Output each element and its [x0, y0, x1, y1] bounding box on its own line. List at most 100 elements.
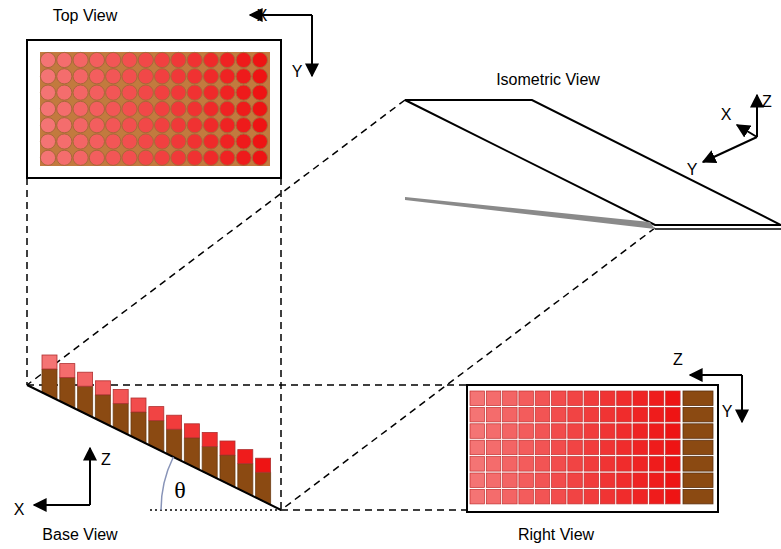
pillar-face: [666, 457, 681, 472]
pillar-top: [171, 101, 186, 116]
pillar-face: [600, 407, 615, 422]
pillar-top: [138, 150, 153, 165]
angle-arc: [161, 457, 173, 510]
pillar-face: [470, 489, 485, 504]
projection-line: [26, 178, 28, 385]
pillar-top: [89, 85, 104, 100]
pillar-face: [503, 473, 517, 488]
pillar-face: [470, 440, 485, 455]
view-title: Top View: [53, 8, 118, 24]
axis-arrow: [89, 448, 91, 505]
pillar-top: [89, 118, 104, 133]
pillar-cap: [60, 364, 75, 378]
pillar-face: [600, 457, 615, 472]
pillar-top: [171, 52, 186, 67]
pillar-face: [535, 457, 550, 472]
pillar-face: [617, 407, 632, 422]
pillar-face: [519, 440, 534, 455]
pillar-top: [122, 150, 137, 165]
pillar-face: [503, 391, 517, 406]
pillar-face: [519, 473, 534, 488]
pillar-cap: [202, 432, 217, 446]
pillar-face: [470, 424, 485, 439]
projection-line: [280, 178, 282, 510]
pillar-side: [184, 438, 199, 470]
pillar-face: [584, 440, 599, 455]
pillar-top: [57, 150, 72, 165]
pillar-top: [203, 69, 218, 84]
pillar-top: [73, 134, 88, 149]
pillar-side: [238, 464, 253, 497]
pillar-top: [155, 101, 170, 116]
pillar-face: [666, 391, 681, 406]
pillar-top: [236, 118, 251, 133]
pillar-face: [649, 473, 664, 488]
axis-label: X: [14, 502, 25, 518]
axis-label: Y: [722, 404, 733, 420]
pillar-face: [633, 391, 648, 406]
pillar-face: [535, 391, 550, 406]
axis-label: Z: [762, 94, 772, 110]
pillar-face: [666, 489, 681, 504]
pillar-top: [57, 69, 72, 84]
pillar-face: [486, 457, 501, 472]
pillar-top: [220, 52, 235, 67]
pillar-top: [252, 134, 267, 149]
pillar-top: [252, 150, 267, 165]
substrate-edge: [683, 424, 713, 439]
pillar-face: [649, 457, 664, 472]
pillar-top: [57, 118, 72, 133]
pillar-face: [486, 473, 501, 488]
pillar-face: [552, 473, 567, 488]
pillar-face: [470, 457, 485, 472]
pillar-top: [73, 150, 88, 165]
pillar-face: [568, 473, 583, 488]
pillar-top: [252, 101, 267, 116]
pillar-top: [122, 118, 137, 133]
pillar-face: [600, 440, 615, 455]
pillar-top: [73, 85, 88, 100]
substrate-edge: [683, 473, 713, 488]
pillar-top: [73, 52, 88, 67]
axis-arrow: [737, 125, 757, 137]
pillar-face: [535, 473, 550, 488]
pillar-top: [236, 150, 251, 165]
pillar-top: [106, 118, 121, 133]
pillar-top: [187, 101, 202, 116]
pillar-face: [584, 391, 599, 406]
pillar-face: [486, 424, 501, 439]
axis-arrow: [690, 374, 742, 376]
pillar-top: [187, 52, 202, 67]
pillar-top: [89, 69, 104, 84]
pillar-top: [57, 134, 72, 149]
pillar-top: [252, 118, 267, 133]
pillar-top: [122, 101, 137, 116]
pillar-top: [106, 52, 121, 67]
pillar-top: [57, 52, 72, 67]
pillar-face: [552, 440, 567, 455]
pillar-cap: [131, 398, 146, 412]
substrate-edge: [683, 391, 713, 406]
pillar-face: [519, 457, 534, 472]
pillar-face: [666, 440, 681, 455]
pillar-face: [503, 440, 517, 455]
axis-label: X: [721, 107, 732, 123]
pillar-top: [40, 118, 55, 133]
projection-line: [27, 100, 405, 385]
pillar-face: [470, 407, 485, 422]
axis-arrow: [756, 95, 758, 137]
pillar-top: [122, 134, 137, 149]
pillar-face: [535, 407, 550, 422]
substrate-edge: [683, 440, 713, 455]
pillar-cap: [42, 355, 57, 369]
pillar-face: [633, 440, 648, 455]
pillar-face: [503, 424, 517, 439]
pillar-top: [187, 85, 202, 100]
pillar-top: [57, 101, 72, 116]
pillar-face: [584, 424, 599, 439]
pillar-top: [171, 69, 186, 84]
pillar-top: [73, 118, 88, 133]
pillar-face: [535, 424, 550, 439]
pillar-face: [568, 407, 583, 422]
